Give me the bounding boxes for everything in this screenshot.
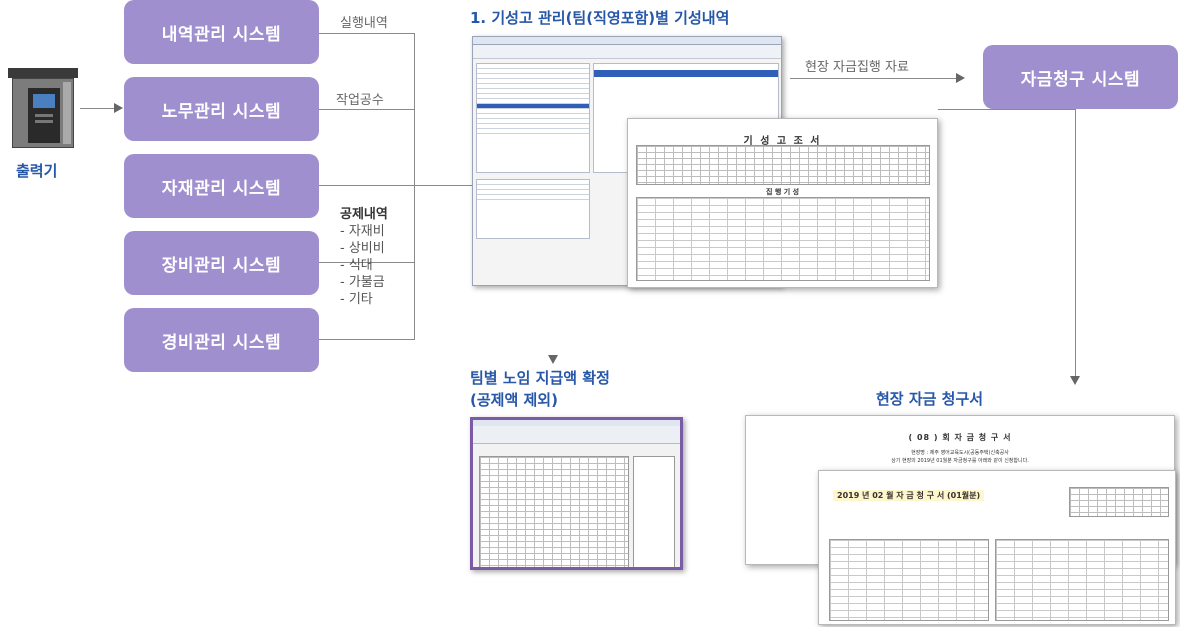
deduction-item: - 자재비 [340,224,385,239]
system-box-labor: 노무관리 시스템 [124,77,319,141]
team-payment-title-line2: (공제액 제외) [470,391,558,409]
system-box-contract: 내역관리 시스템 [124,0,319,64]
fund-request-branch [938,109,1075,110]
deduction-item: - 기타 [340,292,373,307]
request-document-front-title: 2019 년 02 월 자 금 청 구 서 (01월분) [833,490,985,501]
deduction-item: - 가불금 [340,275,385,290]
site-funds-connector [790,78,958,79]
fund-request-connector [1075,109,1076,376]
connector-equipment [319,262,414,263]
request-document-back-title: ( 08 ) 회 자 금 청 구 서 [908,433,1012,442]
request-document-back-line2: 상기 현장의 2019년 01월분 자금청구를 아래와 같이 신청합니다. [891,458,1029,464]
progress-document-screenshot: 기 성 고 조 서 집 행 기 성 [627,118,938,288]
system-box-material: 자재관리 시스템 [124,154,319,218]
team-payment-title: 팀별 노임 지급액 확정 (공제액 제외) [470,367,610,411]
deductions-list: 공제내역 - 자재비 - 상비비 - 식대 - 가불금 - 기타 [340,206,388,308]
system-box-expense: 경비관리 시스템 [124,308,319,372]
connector-vertical [414,33,415,340]
deduction-item: - 식대 [340,258,373,273]
deductions-title: 공제내역 [340,207,388,222]
fund-request-arrow [1070,376,1080,385]
flow-label-labor-hours: 작업공수 [336,93,384,108]
system-box-equipment: 장비관리 시스템 [124,231,319,295]
printer-arrow [114,103,123,113]
connector-contract [319,33,414,34]
site-request-title: 현장 자금 청구서 [876,390,984,408]
fund-request-system-box: 자금청구 시스템 [983,45,1178,109]
deduction-item: - 상비비 [340,241,385,256]
progress-screen-title: 1. 기성고 관리(팀(직영포함)별 기성내역 [470,9,730,27]
connector-labor [319,109,414,110]
connector-material [319,185,474,186]
team-payment-arrow [548,355,558,364]
team-payment-screenshot [470,417,683,570]
flow-label-site-funds: 현장 자금집행 자료 [805,60,909,75]
connector-expense [319,339,414,340]
progress-document-subtitle: 집 행 기 성 [765,188,800,196]
printer-label: 출력기 [16,162,58,180]
team-payment-title-line1: 팀별 노임 지급액 확정 [470,369,610,387]
site-funds-arrow [956,73,965,83]
printer-image [8,68,78,148]
printer-connector [80,108,116,109]
progress-document-title: 기 성 고 조 서 [743,136,822,147]
flow-label-execution: 실행내역 [340,16,388,31]
request-document-back-line1: 현장명 : 제주 영어교육도시(공동주택)신축공사 [911,450,1009,456]
request-document-front: 2019 년 02 월 자 금 청 구 서 (01월분) [818,470,1176,625]
